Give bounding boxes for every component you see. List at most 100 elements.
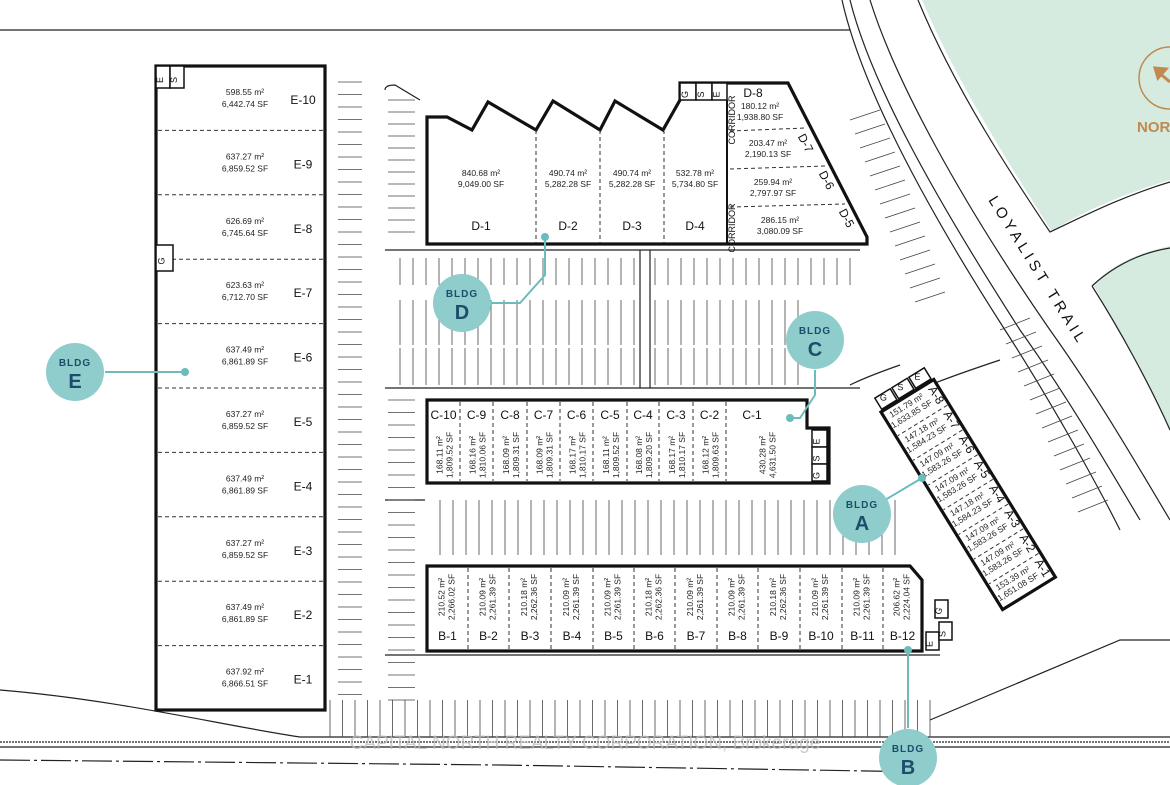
unit-label: B-2 <box>479 629 498 643</box>
parking-stall-line <box>1059 457 1091 471</box>
unit-area-m2: 180.12 m² <box>741 101 779 111</box>
unit-area-sf: 6,859.52 SF <box>222 421 268 431</box>
electrical-room-label: E <box>914 372 920 382</box>
sprinkler-room-box <box>169 65 185 89</box>
gas-room: G <box>679 82 697 101</box>
unit-label: C-1 <box>742 408 762 422</box>
marker-letter: C <box>808 339 822 361</box>
parking-stall-line <box>884 207 916 219</box>
unit-area-m2: 259.94 m² <box>754 177 792 187</box>
unit-area-sf: 6,861.89 SF <box>222 485 268 495</box>
unit-area-sf: 6,745.64 SF <box>222 228 268 238</box>
parking-stall-line <box>1005 331 1037 345</box>
marker-letter: D <box>455 302 469 324</box>
unit-area-m2: 210.09 m² <box>478 578 488 616</box>
gas-room-label: G <box>880 393 887 403</box>
unit-divider <box>928 454 978 486</box>
unit-label: B-6 <box>645 629 664 643</box>
parking-stall-line <box>909 277 941 289</box>
unit-d-1[interactable]: 840.68 m²9,049.00 SFD-1 <box>458 168 504 233</box>
unit-area-m2: 637.92 m² <box>226 667 264 677</box>
gas-room-box <box>155 244 174 272</box>
unit-area-m2: 490.74 m² <box>613 168 651 178</box>
unit-area-m2: 168.11 m² <box>601 436 611 474</box>
unit-label: C-5 <box>600 408 620 422</box>
unit-area-sf: 6,859.52 SF <box>222 163 268 173</box>
unit-area-m2: 637.49 m² <box>226 473 264 483</box>
corridor-label: CORRIDOR <box>727 203 737 252</box>
sprinkler-room: S <box>938 621 953 641</box>
unit-area-sf: 1,810.17 SF <box>578 432 588 478</box>
unit-area-m2: 490.74 m² <box>549 168 587 178</box>
unit-area-sf: 2,261.39 SF <box>571 574 581 620</box>
unit-area-m2: 203.47 m² <box>749 138 787 148</box>
sprinkler-room: S <box>695 82 713 101</box>
marker-circle <box>879 729 937 785</box>
unit-area-sf: 6,861.89 SF <box>222 357 268 367</box>
electrical-room-label: E <box>812 438 822 444</box>
marker-prefix: BLDG <box>892 744 924 755</box>
unit-label: B-7 <box>687 629 706 643</box>
unit-d-4[interactable]: 532.78 m²5,734.80 SFD-4 <box>672 168 718 233</box>
unit-area-m2: 168.17 m² <box>568 436 578 474</box>
gas-room: G <box>155 244 174 272</box>
gas-room: G <box>933 599 949 619</box>
unit-label: B-9 <box>770 629 789 643</box>
unit-d-2[interactable]: 490.74 m²5,282.28 SFD-2 <box>545 168 591 233</box>
green-area-east <box>1093 246 1170 430</box>
unit-d-3[interactable]: 490.74 m²5,282.28 SF D-3 <box>609 168 655 233</box>
unit-area-m2: 168.12 m² <box>701 436 711 474</box>
unit-divider <box>973 528 1024 560</box>
unit-label: D-3 <box>622 219 642 233</box>
unit-label: B-8 <box>728 629 747 643</box>
unit-label: D-8 <box>743 86 763 100</box>
unit-d-8[interactable]: 180.12 m²1,938.80 SFD-8 <box>737 86 783 122</box>
unit-area-sf: 5,282.28 SF <box>609 179 655 189</box>
unit-label: C-9 <box>467 408 487 422</box>
unit-area-sf: 2,261.39 SF <box>488 574 498 620</box>
unit-area-sf: 1,809.52 SF <box>445 432 455 478</box>
green-area-north <box>922 0 1170 232</box>
building-b-outline <box>425 564 924 653</box>
parking-stall-line <box>1023 373 1055 387</box>
unit-area-m2: 623.63 m² <box>226 280 264 290</box>
parking-stall-line <box>864 151 896 163</box>
parking-stall-line <box>1047 429 1079 443</box>
unit-area-m2: 286.15 m² <box>761 215 799 225</box>
